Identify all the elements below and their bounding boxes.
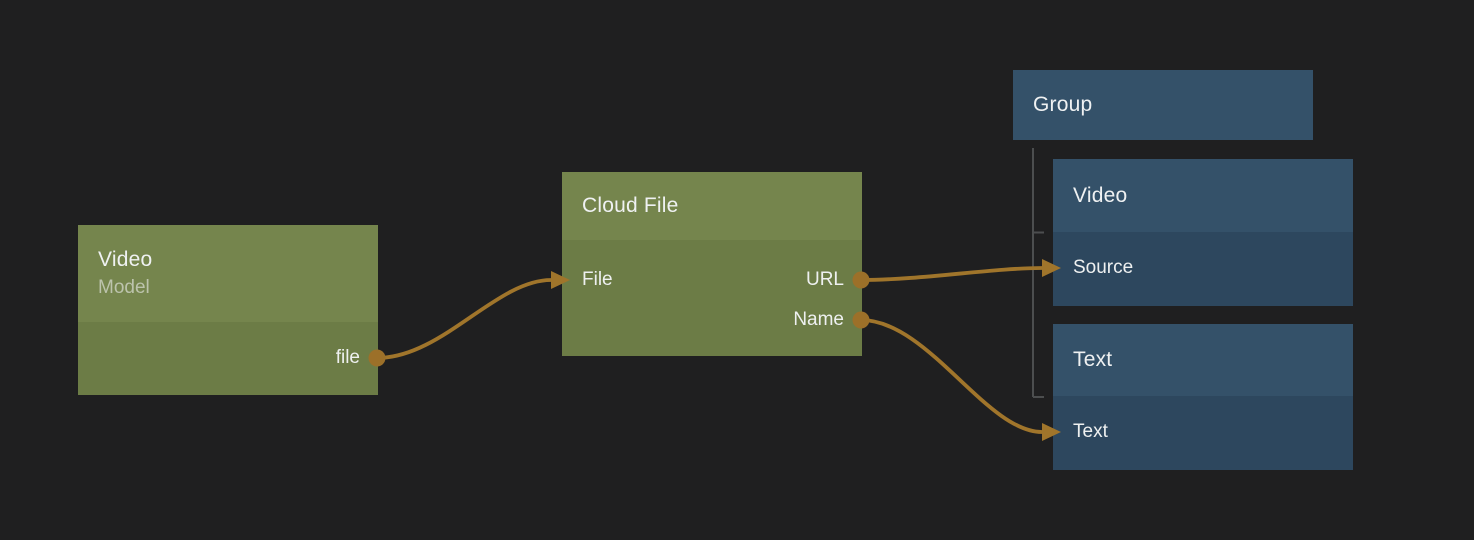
node-header: Text bbox=[1053, 324, 1353, 396]
node-video-model[interactable]: Video Model file bbox=[78, 225, 378, 395]
input-port-label: Source bbox=[1073, 257, 1134, 278]
node-header: Video bbox=[1053, 159, 1353, 232]
node-title: Text bbox=[1073, 348, 1113, 371]
input-row-source: Source bbox=[1053, 248, 1353, 288]
output-port-label: Name bbox=[793, 309, 844, 330]
node-body: Source bbox=[1053, 232, 1353, 306]
node-cloud-file[interactable]: Cloud File File URL Name bbox=[562, 172, 862, 356]
edge-file-to-cloudfile[interactable] bbox=[375, 278, 553, 360]
node-group-video[interactable]: Video Source bbox=[1053, 159, 1353, 306]
node-group-text[interactable]: Text Text bbox=[1053, 324, 1353, 470]
node-header: Group bbox=[1013, 70, 1313, 140]
output-port-label: URL bbox=[805, 269, 844, 290]
node-title: Video bbox=[1073, 183, 1128, 207]
node-body: File URL Name bbox=[562, 240, 862, 356]
node-title: Cloud File bbox=[582, 194, 679, 217]
node-title: Group bbox=[1033, 93, 1093, 116]
node-header: Video Model bbox=[78, 225, 378, 322]
io-row-file-url: File URL bbox=[562, 260, 862, 300]
node-header: Cloud File bbox=[562, 172, 862, 240]
node-group[interactable]: Group bbox=[1013, 70, 1313, 140]
node-title: Video bbox=[98, 248, 153, 271]
edge-url-to-video-source[interactable] bbox=[859, 266, 1044, 282]
node-subtitle: Model bbox=[98, 277, 150, 298]
input-port-label: File bbox=[582, 269, 613, 290]
edge-name-to-text-text[interactable] bbox=[859, 318, 1044, 434]
output-row-file: file bbox=[78, 338, 378, 378]
output-row-name: Name bbox=[562, 300, 862, 340]
input-row-text: Text bbox=[1053, 412, 1353, 452]
group-tree-connector bbox=[1032, 148, 1044, 398]
input-port-label: Text bbox=[1073, 421, 1108, 442]
output-port-label: file bbox=[335, 347, 360, 368]
node-body: file bbox=[78, 322, 378, 395]
node-body: Text bbox=[1053, 396, 1353, 470]
